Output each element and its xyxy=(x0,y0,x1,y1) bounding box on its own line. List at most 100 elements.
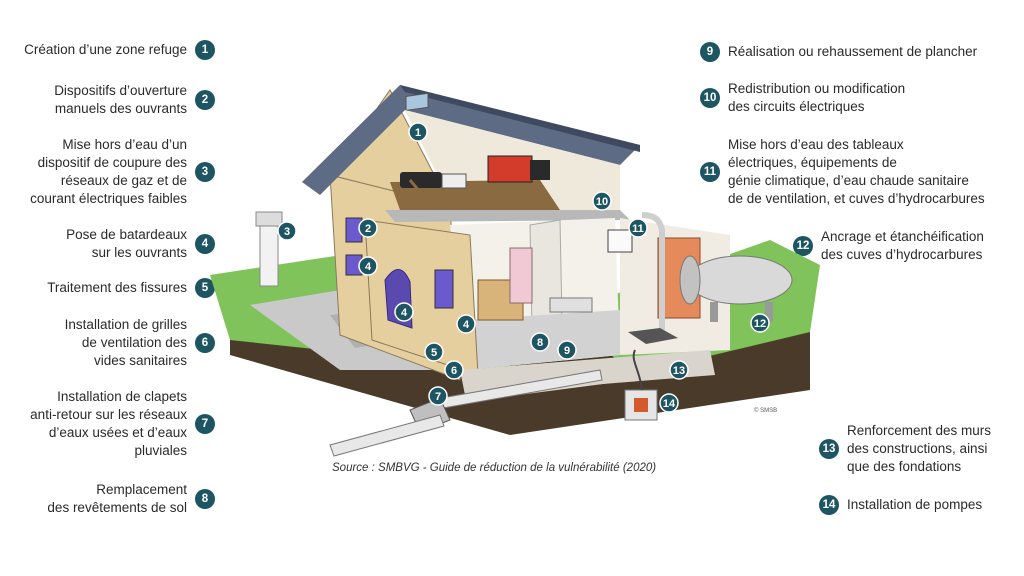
number-badge: 9 xyxy=(700,42,720,62)
marker-10: 10 xyxy=(592,191,612,211)
marker-label: 2 xyxy=(365,223,371,235)
marker-12: 12 xyxy=(750,313,770,333)
front-window xyxy=(434,269,454,309)
marker-label: 4 xyxy=(401,307,408,319)
tank-support xyxy=(710,302,718,322)
number-badge: 11 xyxy=(700,162,720,182)
marker-label: 5 xyxy=(431,347,437,359)
number-badge: 14 xyxy=(819,495,839,515)
marker-5: 5 xyxy=(424,342,444,362)
marker-label: 8 xyxy=(537,337,543,349)
tank-support xyxy=(765,302,773,322)
number-badge: 12 xyxy=(793,236,813,256)
sewer-pipe xyxy=(329,414,445,457)
legend-item-1: Création d’une zone refuge 1 xyxy=(24,40,215,60)
fuel-tank-end xyxy=(679,255,701,305)
legend-item-8: Remplacement des revêtements de sol 8 xyxy=(47,481,215,517)
marker-4c: 4 xyxy=(456,314,476,334)
legend-item-13: 13 Renforcement des murs des constructio… xyxy=(819,422,991,476)
number-badge: 4 xyxy=(195,234,215,254)
washbasin xyxy=(549,297,593,313)
fuel-tank xyxy=(687,255,793,305)
storage-box xyxy=(487,155,533,183)
number-badge: 13 xyxy=(819,439,839,459)
marker-label: 12 xyxy=(754,318,766,330)
marker-label: 4 xyxy=(365,261,372,273)
copyright-mark: © SMSB xyxy=(754,408,778,414)
roof xyxy=(302,85,640,195)
legend-item-5: Traitement des fissures 5 xyxy=(47,278,215,298)
legend-text: Installation de clapets anti-retour sur … xyxy=(30,389,187,458)
mattress xyxy=(400,172,442,188)
marker-6: 6 xyxy=(444,360,464,380)
floor-hatch xyxy=(628,328,678,344)
legend-text: Création d’une zone refuge xyxy=(24,42,187,57)
marker-7: 7 xyxy=(428,386,448,406)
source-caption: Source : SMBVG - Guide de réduction de l… xyxy=(332,462,657,474)
number-badge: 10 xyxy=(700,88,720,108)
number-badge: 3 xyxy=(195,162,215,182)
legend-text: Renforcement des murs des constructions,… xyxy=(847,423,992,474)
legend-item-11: 11 Mise hors d’eau des tableaux électriq… xyxy=(700,136,985,208)
marker-2: 2 xyxy=(358,218,378,238)
marker-label: 6 xyxy=(451,365,457,377)
marker-13: 13 xyxy=(669,360,689,380)
marker-3: 3 xyxy=(277,221,297,241)
legend-item-9: 9 Réalisation ou rehaussement de planche… xyxy=(700,42,977,62)
legend-item-10: 10 Redistribution ou modification des ci… xyxy=(700,80,905,116)
number-badge: 6 xyxy=(195,333,215,353)
marker-label: 1 xyxy=(415,127,421,139)
legend-text: Redistribution ou modification des circu… xyxy=(728,81,906,114)
storage-bag xyxy=(530,160,550,180)
legend-text: Remplacement des revêtements de sol xyxy=(47,482,187,515)
marker-9: 9 xyxy=(557,340,577,360)
number-badge: 8 xyxy=(195,489,215,509)
marker-11: 11 xyxy=(628,218,648,238)
legend-item-14: 14 Installation de pompes xyxy=(819,495,982,515)
marker-label: 4 xyxy=(463,319,470,331)
legend-text: Dispositifs d’ouverture manuels des ouvr… xyxy=(54,83,187,116)
legend-item-6: Installation de grilles de ventilation d… xyxy=(65,316,215,370)
utility-cabinet-head xyxy=(255,211,283,227)
ventilation-pipe xyxy=(641,212,665,330)
marker-label: 9 xyxy=(564,345,570,357)
legend-item-3: Mise hors d’eau d’un dispositif de coupu… xyxy=(30,136,215,208)
electrical-panel xyxy=(607,229,633,253)
number-badge: 5 xyxy=(195,278,215,298)
marker-label: 3 xyxy=(284,226,290,238)
legend-text: Ancrage et étanchéification des cuves d’… xyxy=(821,229,984,262)
legend-text: Installation de pompes xyxy=(847,497,983,512)
ladder xyxy=(408,179,437,211)
marker-label: 11 xyxy=(632,223,644,235)
upper-floor-slab xyxy=(385,210,630,222)
legend-text: Mise hors d’eau d’un dispositif de coupu… xyxy=(30,137,187,206)
marker-1: 1 xyxy=(408,122,428,142)
legend-item-4: Pose de batardeaux sur les ouvrants 4 xyxy=(66,226,215,262)
marker-14: 14 xyxy=(659,393,679,413)
pump xyxy=(634,398,648,412)
legend-text: Traitement des fissures xyxy=(47,280,187,295)
pump-hose xyxy=(632,349,643,391)
utility-cabinet-post xyxy=(259,217,279,287)
bedding xyxy=(441,173,467,189)
number-badge: 7 xyxy=(195,414,215,434)
marker-label: 13 xyxy=(673,365,685,377)
fridge xyxy=(509,247,533,304)
house-cutaway-illustration: 1 2 3 4 4 4 5 6 7 8 9 10 11 12 13 14 xyxy=(210,85,820,457)
legend-text: Réalisation ou rehaussement de plancher xyxy=(728,44,978,59)
marker-4a: 4 xyxy=(358,256,378,276)
marker-8: 8 xyxy=(530,332,550,352)
legend-text: Pose de batardeaux sur les ouvrants xyxy=(66,227,187,260)
number-badge: 2 xyxy=(195,90,215,110)
legend-text: Mise hors d’eau des tableaux électriques… xyxy=(728,137,985,206)
legend-item-7: Installation de clapets anti-retour sur … xyxy=(30,388,215,460)
roof-window xyxy=(405,92,429,112)
marker-label: 7 xyxy=(435,391,441,403)
legend-item-2: Dispositifs d’ouverture manuels des ouvr… xyxy=(54,82,215,118)
roof-edge xyxy=(400,85,640,152)
marker-4b: 4 xyxy=(394,302,414,322)
number-badge: 1 xyxy=(195,40,215,60)
marker-label: 14 xyxy=(663,398,676,410)
marker-label: 10 xyxy=(596,196,608,208)
legend-item-12: 12 Ancrage et étanchéification des cuves… xyxy=(793,228,984,264)
